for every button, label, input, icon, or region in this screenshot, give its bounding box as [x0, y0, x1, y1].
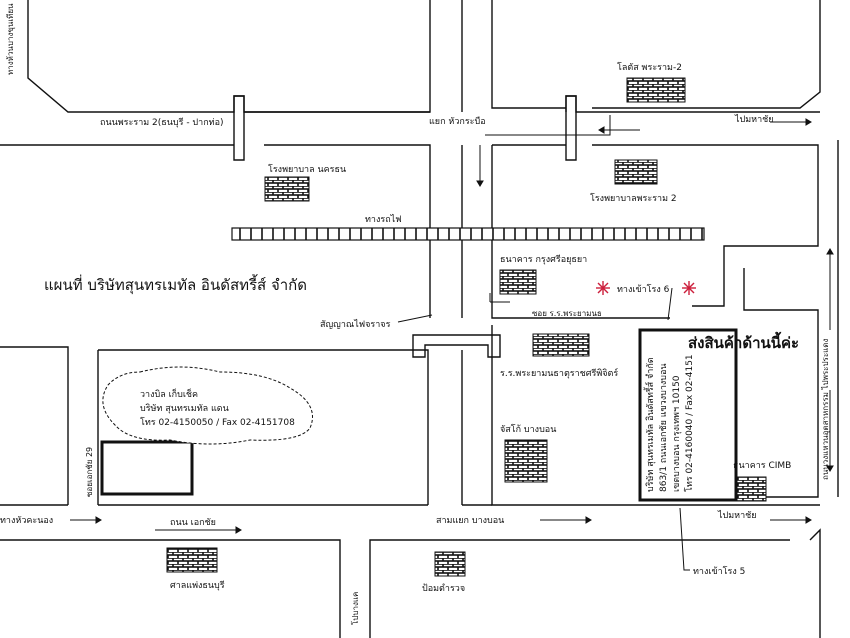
- block-right-upper: [592, 144, 819, 307]
- billing-line-3: โทร 02-4150050 / Fax 02-4151708: [140, 417, 295, 428]
- intersection-hua-krabue: แยก หัวกระบือ: [429, 116, 486, 127]
- uturn-marker-center: [412, 334, 501, 358]
- shipping-side-note: ส่งสินค้าด้านนี้ค่ะ: [688, 331, 799, 352]
- road-label-soi29: ซอยเอกชัย 29: [85, 447, 94, 497]
- road-label-bangbon: โปบางแค: [350, 592, 360, 625]
- block-left-lower: [0, 346, 69, 505]
- hospital-rama2-building: [614, 159, 658, 185]
- uturn-marker-right: [565, 95, 577, 161]
- billing-line-1: วางบิล เก็บเช็ค: [140, 387, 198, 400]
- lotus-bangbon-building: [504, 439, 548, 483]
- company-box-line-3: เขตบางบอน กรุงเทพฯ 10150: [672, 375, 682, 492]
- ekachai-south-edge-left: [0, 539, 341, 638]
- road-label-to-mahachai-bottom: ไปมหาชัย: [717, 510, 757, 521]
- school-building: [532, 333, 590, 357]
- landmark-label-lotus-bangbon: จัสโก้ บางบอน: [500, 424, 556, 435]
- company-box-line-2: 863/1 ถนนเอกชัย แขวงบางบอน: [659, 363, 669, 492]
- lotus-rama2-building: [626, 77, 686, 103]
- company-box-line-1: บริษัท สุนทรเมทัล อินดัสทรี้ส์ จำกัด: [643, 357, 656, 492]
- road-label-bangkhunthian: ทางห้วนบางขุนเทียน: [6, 3, 15, 75]
- rama2-south-edge-mid: [264, 144, 431, 318]
- block-bottom-right: [809, 528, 821, 638]
- block-top-center-edge: [491, 0, 566, 109]
- road-label-to-mahachai-top: ไปมหาชัย: [734, 114, 774, 125]
- intersection-bang-bon: สามแยก บางบอน: [436, 516, 504, 526]
- road-label-rama2: ถนนพระราม 2(ธนบุรี - ปากท่อ): [100, 117, 224, 128]
- gate-star-icon: [682, 281, 696, 295]
- gate6-label: ทางเข้าโรง 6: [617, 284, 670, 295]
- block-top-right-edge: [592, 0, 821, 109]
- landmark-label-railway: ทางรถไฟ: [365, 214, 402, 225]
- landmark-label-hospital-nakhon: โรงพยาบาล นครธน: [268, 164, 346, 175]
- factory-billing-site: [100, 440, 194, 496]
- factory-main-site: [638, 328, 738, 502]
- landmark-label-police: ป้อมตำรวจ: [422, 583, 465, 594]
- road-label-wongwian: ทางหัวคะนอง: [0, 516, 53, 526]
- ekachai-south-edge-right: [369, 539, 790, 638]
- block-hospital-rama2: [491, 145, 670, 319]
- block-factory-west: [98, 349, 429, 505]
- rama2-north-right: [565, 95, 820, 113]
- railway-track: [231, 227, 705, 241]
- billing-line-2: บริษัท สุนทรเมทัล แดน: [140, 403, 229, 414]
- landmark-label-krungsri: ธนาคาร กรุงศรีอยุธยา: [500, 254, 587, 265]
- uturn-marker-left: [233, 95, 245, 161]
- landmark-label-court: ศาลแพ่งธนบุรี: [170, 580, 225, 591]
- block-right-lower: [738, 268, 819, 498]
- hospital-nakhon-building: [264, 176, 310, 202]
- gate-marker-icons: [596, 281, 696, 295]
- block-top-left-edge: [27, 0, 431, 113]
- billing-cloud-bubble: [102, 366, 313, 445]
- road-label-soi-hospital: ซอย ร.ร.พระยามนธ: [532, 309, 602, 318]
- road-label-east: ถนนวงแหวนอุตสาหกรรม ไปพระประแดง: [821, 339, 830, 480]
- map-title: แผนที่ บริษัทสุนทรเมทัล อินดัสทรี้ส์ จำก…: [44, 274, 307, 295]
- landmark-label-school: ร.ร.พระยามนธาตุราชศรีพิจิตร์: [500, 367, 618, 379]
- landmark-label-cimb: ธนาคาร CIMB: [733, 461, 791, 471]
- company-box-line-4: โทร 02-4160040 / Fax 02-4151: [684, 354, 695, 492]
- landmark-label-hospital-rama2: โรงพยาบาลพระราม 2: [590, 193, 677, 204]
- landmark-buildings: [166, 77, 767, 577]
- landmark-label-traffic-light: สัญญาณไฟจราจร: [320, 319, 391, 330]
- gate5-label: ทางเข้าโรง 5: [693, 566, 745, 577]
- landmark-label-lotus: โลตัส พระราม-2: [617, 62, 682, 73]
- road-label-ekachai: ถนน เอกชัย: [170, 518, 216, 528]
- gate-star-icon: [596, 281, 610, 295]
- krungsri-bank-building: [499, 269, 537, 295]
- leader-lines: [397, 287, 690, 571]
- police-building: [434, 551, 466, 577]
- traffic-arrows: [70, 115, 834, 534]
- court-building: [166, 547, 218, 573]
